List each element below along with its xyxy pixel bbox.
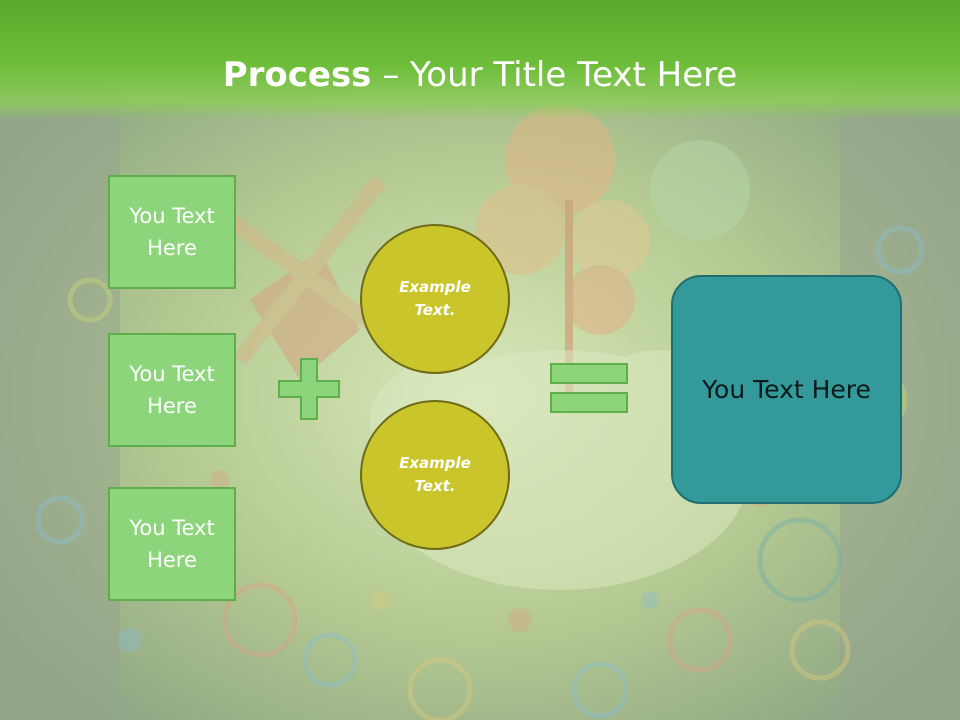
title-rest: – Your Title Text Here: [371, 55, 738, 95]
example-circle-1-label: Example Text.: [399, 278, 471, 319]
input-box-3-label: You Text Here: [129, 516, 215, 572]
plus-icon: [278, 358, 340, 420]
input-box-2-label: You Text Here: [129, 362, 215, 418]
input-box-2[interactable]: You Text Here: [108, 333, 236, 447]
input-box-1[interactable]: You Text Here: [108, 175, 236, 289]
input-box-1-label: You Text Here: [129, 204, 215, 260]
equals-bar-top: [550, 363, 628, 384]
slide-title: Process – Your Title Text Here: [0, 50, 960, 100]
title-bold: Process: [222, 55, 372, 95]
example-circle-2-label: Example Text.: [399, 454, 471, 495]
input-box-3[interactable]: You Text Here: [108, 487, 236, 601]
result-box-label: You Text Here: [702, 375, 871, 404]
example-circle-2[interactable]: Example Text.: [360, 400, 510, 550]
equals-bar-bottom: [550, 392, 628, 413]
example-circle-1[interactable]: Example Text.: [360, 224, 510, 374]
title-bar: [0, 0, 960, 120]
result-box[interactable]: You Text Here: [671, 275, 902, 504]
